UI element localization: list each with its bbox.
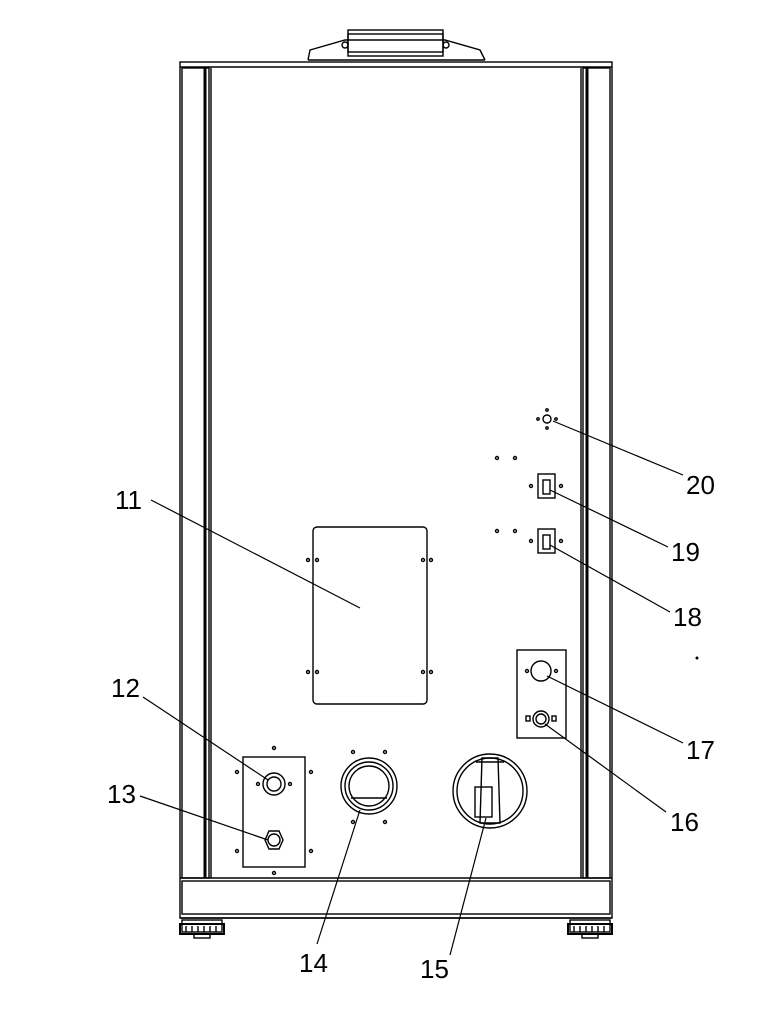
callout-19: 19 [671,537,700,567]
leader-15 [449,817,487,956]
leader-20 [552,420,684,476]
indicator-20 [536,408,558,430]
leader-18 [549,544,671,613]
leader-12 [142,696,269,781]
round-port-14 [340,749,398,825]
leader-13 [139,795,269,841]
callout-12: 12 [111,673,140,703]
connector-plate-12-13 [234,745,314,876]
stray-dot [695,656,699,660]
callout-20: 20 [686,470,715,500]
foot-right [567,919,613,939]
top-handle [307,29,486,61]
leader-lines [139,420,684,956]
callout-13: 13 [107,779,136,809]
callout-14: 14 [299,948,328,978]
rotary-switch-15 [452,753,528,829]
callout-18: 18 [673,602,702,632]
leader-17 [546,675,684,744]
rocker-switch-19 [494,455,564,499]
leader-16 [544,723,667,813]
callout-11: 11 [115,485,142,515]
leader-11 [150,499,361,609]
callout-15: 15 [420,954,449,984]
rocker-switch-18 [494,528,564,554]
callout-16: 16 [670,807,699,837]
cabinet-body [179,61,613,919]
leader-19 [549,489,669,548]
control-plate-16-17 [516,649,567,739]
callout-17: 17 [686,735,715,765]
access-panel-11 [305,526,434,705]
leader-14 [316,809,361,945]
foot-left [179,919,225,939]
